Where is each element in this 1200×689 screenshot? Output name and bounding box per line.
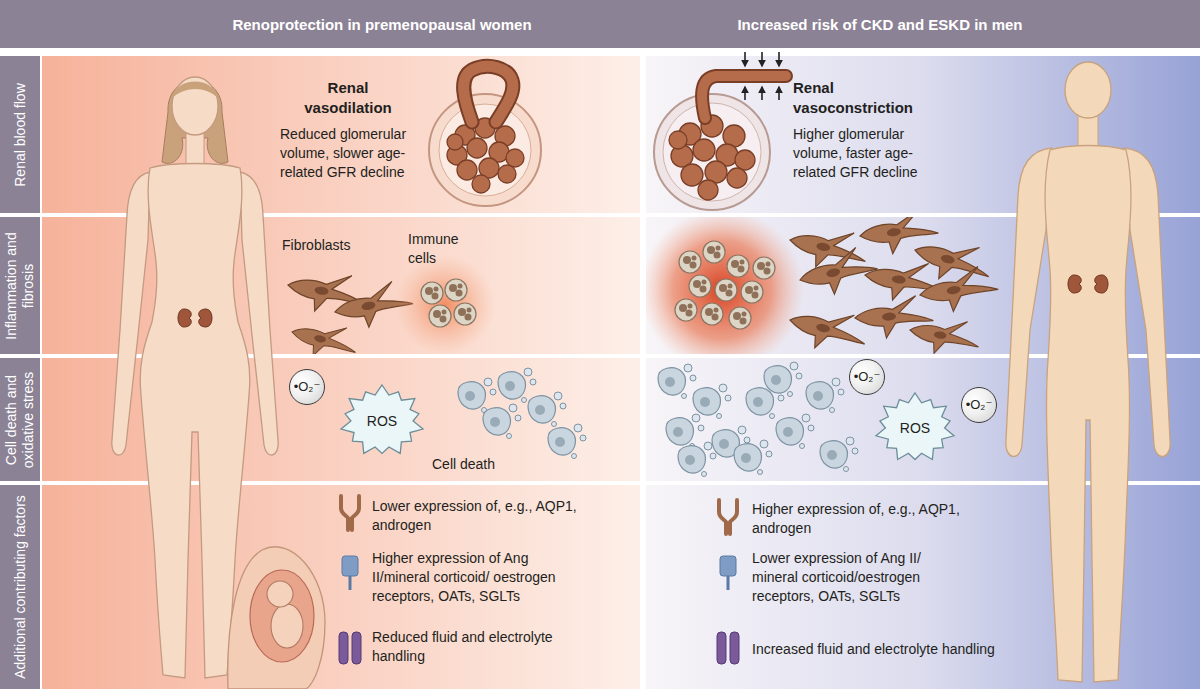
panel-cell: Renal vasoconstrictionHigher glomerular …: [646, 56, 1200, 213]
label: Cell death: [432, 455, 522, 474]
body-text: Higher expression of, e.g., AQP1, androg…: [752, 500, 962, 538]
row-label: Renal blood flow: [12, 61, 29, 208]
body-text: Higher glomerular volume, faster age-rel…: [793, 125, 943, 182]
panel-cell: Lower expression of, e.g., AQP1, androge…: [42, 485, 640, 689]
row-label-band: Inflammation and fibrosis: [0, 217, 40, 354]
row-label: Cell death and oxidative stress: [3, 363, 37, 476]
row-label-band: Cell death and oxidative stress: [0, 358, 40, 481]
panel-ground: [42, 56, 1200, 689]
header-band: Renoprotection in premenopausal women: [0, 0, 644, 48]
row-label: Inflammation and fibrosis: [3, 222, 37, 349]
superoxide-circle: •O₂⁻: [289, 369, 326, 406]
glomerulus: [654, 52, 786, 210]
starburst-outline: [341, 385, 423, 453]
fibroblast-cells: [285, 255, 495, 354]
row-label-band: Renal blood flow: [0, 56, 40, 213]
row-label-band: Additional contributing factors: [0, 485, 40, 689]
symbol-text: •O₂⁻: [966, 397, 993, 412]
symbol-text: ROS: [900, 420, 930, 436]
ros-starburst: ROS: [875, 393, 955, 463]
panel-cell: Fibroblasts Immune cells: [42, 217, 640, 354]
label: Immune cells: [408, 230, 470, 268]
header-text: Renoprotection in premenopausal women: [232, 15, 531, 34]
male-figure: [1006, 62, 1170, 682]
immune-cells: [646, 217, 1001, 354]
symbol-text: ROS: [367, 413, 397, 429]
ros-starburst: ROS: [340, 385, 424, 457]
header-text: Increased risk of CKD and ESKD in men: [737, 15, 1022, 34]
pregnancy-illustration: [228, 547, 325, 689]
body-text: Increased fluid and electrolyte handling: [752, 640, 1052, 659]
header-band: Increased risk of CKD and ESKD in men: [644, 0, 1200, 48]
symbol-text: •O₂⁻: [854, 369, 881, 384]
panel-cell: Renal vasodilationReduced glomerular vol…: [42, 56, 640, 213]
heading: Renal vasoconstriction: [793, 78, 921, 118]
body-text: Lower expression of Ang II/ mineral cort…: [752, 549, 967, 606]
glomerulus: [429, 66, 541, 206]
dying-cells: [458, 368, 586, 459]
panel-ground: [42, 485, 640, 689]
body-text: Reduced glomerular volume, slower age-re…: [280, 125, 422, 182]
body-text: Lower expression of, e.g., AQP1, androge…: [372, 497, 582, 535]
row-label: Additional contributing factors: [12, 490, 29, 684]
heading: Renal vasodilation: [296, 78, 400, 118]
body-text: Higher expression of Ang II/mineral cort…: [372, 549, 587, 606]
symbol-text: •O₂⁻: [294, 379, 321, 394]
label: Fibroblasts: [282, 236, 382, 255]
dying-cells: [658, 362, 858, 477]
panel-cell: Cell death •O₂⁻ ROS: [42, 358, 640, 481]
panel-cell: Higher expression of, e.g., AQP1, androg…: [646, 485, 1200, 689]
body-text: Reduced fluid and electrolyte handling: [372, 628, 562, 666]
starburst-outline: [876, 393, 954, 460]
